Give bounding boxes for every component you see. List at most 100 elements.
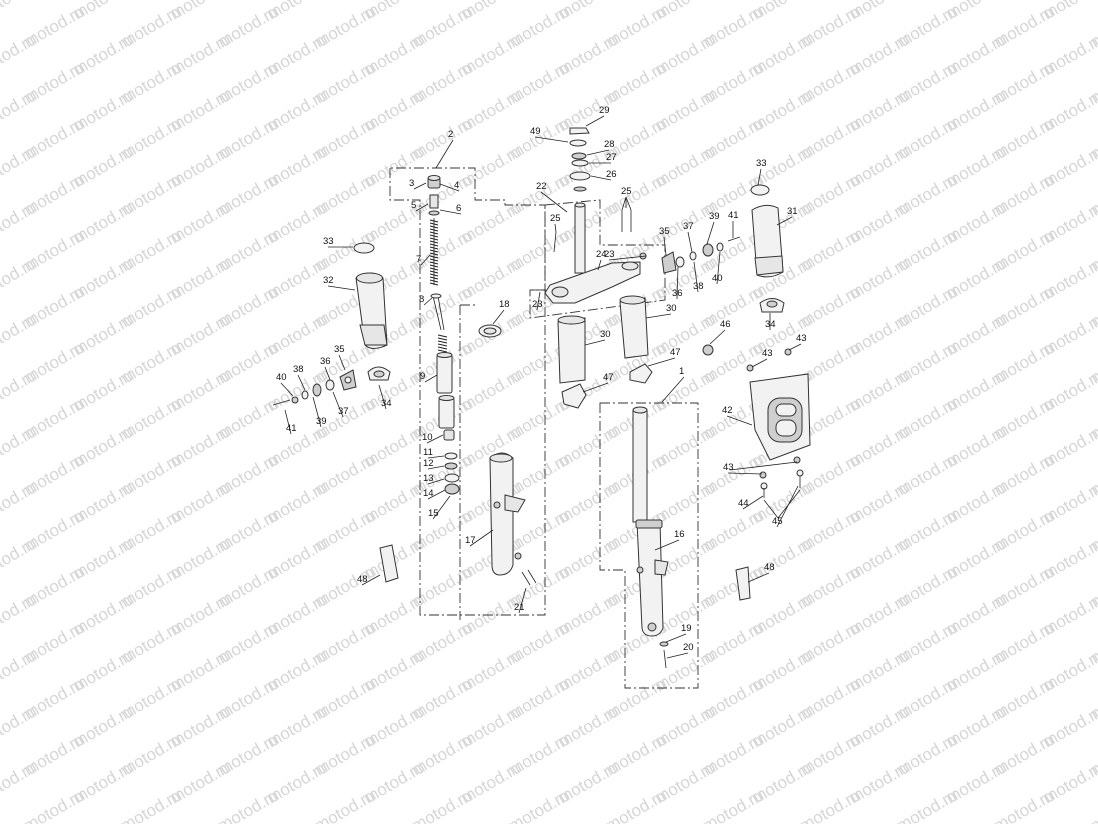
callout-c43: 43 — [762, 348, 773, 359]
leader-c42 — [726, 415, 753, 426]
watermark-text: motod.ru — [0, 197, 40, 247]
leader-c28 — [586, 149, 610, 156]
callout-c32: 32 — [323, 275, 334, 286]
nut-46 — [702, 344, 714, 356]
callout-c12: 12 — [423, 458, 434, 469]
callout-c27: 27 — [606, 152, 617, 163]
callout-c47b: 47 — [670, 347, 681, 358]
watermark-text: motod.ru — [0, 309, 40, 359]
steering-stem-group — [529, 127, 666, 319]
leader-c31 — [776, 216, 793, 226]
leader-c22 — [540, 191, 568, 213]
spacer-tube-upper — [436, 354, 453, 394]
watermark-text: motod.ru — [991, 785, 1059, 824]
watermark-text: motod.ru — [0, 701, 40, 751]
callout-c35: 35 — [334, 344, 345, 355]
right-assembly-boundary — [599, 402, 699, 689]
callout-c41: 41 — [728, 210, 739, 221]
pin-25-left — [553, 231, 557, 253]
watermark-text: motod.ru — [603, 785, 671, 824]
callout-c38: 38 — [293, 364, 304, 375]
watermark-text: motod.ru — [409, 785, 477, 824]
callout-c4: 4 — [454, 180, 459, 191]
leader-c6 — [439, 209, 462, 215]
callout-c37: 37 — [683, 221, 694, 232]
leader-c24 — [597, 259, 602, 271]
leader-c34 — [378, 384, 387, 410]
left-mount-cluster — [272, 366, 391, 406]
pad-left — [379, 544, 399, 583]
leader-c9 — [424, 374, 438, 383]
callout-c30b: 30 — [666, 303, 677, 314]
bearing-26 — [569, 171, 591, 181]
leader-c14 — [427, 489, 446, 500]
leader-c8 — [423, 297, 433, 306]
callout-c38: 38 — [693, 281, 704, 292]
right-cover-group — [750, 184, 785, 313]
callout-c23: 23 — [604, 249, 615, 260]
leader-c38 — [693, 261, 699, 293]
leader-lines — [280, 115, 802, 659]
callout-c18: 18 — [499, 299, 510, 310]
leader-c41 — [284, 409, 292, 435]
watermark-text: motod.ru — [312, 785, 380, 824]
stem-shaft — [574, 204, 586, 274]
leader-c23b — [536, 291, 541, 311]
callout-c35b: 35 — [659, 226, 670, 237]
callout-c42: 42 — [722, 405, 733, 416]
callout-c46: 46 — [720, 319, 731, 330]
leader-c13 — [427, 478, 445, 485]
watermark-text: motod.ru — [21, 785, 89, 824]
leader-c30b — [645, 313, 672, 319]
callout-c43c: 43 — [723, 462, 734, 473]
leader-c18 — [492, 309, 505, 325]
leader-c48b — [747, 572, 770, 583]
left-cover-group — [353, 242, 388, 349]
ring-33-right — [750, 184, 770, 196]
leader-c37 — [332, 391, 344, 418]
leader-c15 — [432, 495, 451, 520]
watermark-text: motod.ru — [0, 533, 40, 583]
leader-c30 — [584, 339, 606, 346]
leader-c39 — [706, 221, 715, 245]
watermark-text: motod.ru — [0, 365, 40, 415]
callout-c41: 41 — [286, 423, 297, 434]
leader-c3 — [413, 182, 427, 190]
leader-c23 — [608, 255, 647, 261]
callout-c49: 49 — [530, 126, 541, 137]
callout-c48b: 48 — [764, 562, 775, 573]
callout-c14: 14 — [423, 488, 434, 499]
cap-bolt — [429, 194, 439, 209]
right-mount-cluster — [661, 236, 741, 274]
callout-c34: 34 — [381, 398, 392, 409]
leader-c48 — [361, 574, 381, 586]
callout-c33: 33 — [323, 236, 334, 247]
leader-c29 — [585, 115, 605, 127]
leader-c39 — [312, 396, 322, 428]
callout-c2: 2 — [448, 129, 453, 140]
leader-c36 — [324, 366, 331, 381]
callout-c44: 44 — [738, 498, 749, 509]
watermark-text: motod.ru — [0, 0, 40, 23]
damper-rod — [432, 295, 442, 331]
callout-c28: 28 — [604, 139, 615, 150]
pad-right — [735, 566, 751, 601]
callout-c15: 15 — [428, 508, 439, 519]
washer-49 — [569, 139, 587, 147]
tube-30-right — [619, 297, 649, 359]
callout-c29: 29 — [599, 105, 610, 116]
watermark-text: motod.ru — [118, 785, 186, 824]
bracket-35-right — [661, 251, 677, 274]
callout-c8: 8 — [419, 294, 424, 305]
ring-11 — [444, 452, 458, 460]
watermark-text: motod.ru — [0, 141, 40, 191]
watermark-text: motod.ru — [0, 757, 40, 807]
leader-c2 — [435, 139, 454, 169]
ring-13 — [444, 473, 460, 483]
callout-c20: 20 — [683, 642, 694, 653]
leader-c20 — [666, 652, 689, 659]
callout-c6: 6 — [456, 203, 461, 214]
watermark-text: motod.ru — [0, 253, 40, 303]
